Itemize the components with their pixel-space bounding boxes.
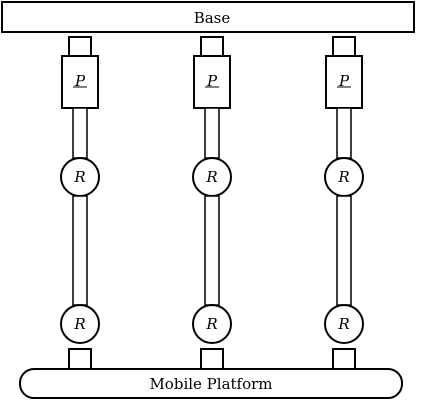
middle-link-2: [204, 195, 220, 306]
leg-3: P R R: [324, 36, 364, 370]
upper-link-3: [336, 107, 352, 159]
base-block: [1, 1, 415, 33]
prismatic-label-3: P: [338, 72, 350, 90]
platform-mount-3: [332, 348, 356, 370]
upper-link-1: [72, 107, 88, 159]
mobile-platform-label: Mobile Platform: [149, 375, 272, 393]
upper-revolute-label-2: R: [205, 168, 217, 186]
middle-link-1: [72, 195, 88, 306]
platform-mount-1: [68, 348, 92, 370]
base-label: Base: [194, 9, 231, 27]
leg-2: P R R: [192, 36, 232, 370]
lower-revolute-label-2: R: [205, 315, 217, 333]
lower-revolute-label-3: R: [337, 315, 349, 333]
lower-revolute-joint-2: [192, 304, 232, 344]
mobile-platform-block: [19, 368, 403, 399]
prismatic-label-2: P: [206, 72, 218, 90]
upper-link-2: [204, 107, 220, 159]
leg-1: P R R: [60, 36, 100, 370]
base-mount-1: [68, 36, 92, 57]
upper-revolute-label-3: R: [337, 168, 349, 186]
lower-revolute-label-1: R: [73, 315, 85, 333]
lower-revolute-joint-3: [324, 304, 364, 344]
prismatic-joint-3: [325, 55, 363, 109]
prismatic-label-1: P: [74, 72, 86, 90]
upper-revolute-label-1: R: [73, 168, 85, 186]
base-mount-3: [332, 36, 356, 57]
base-mount-2: [200, 36, 224, 57]
platform-mount-2: [200, 348, 224, 370]
lower-revolute-joint-1: [60, 304, 100, 344]
middle-link-3: [336, 195, 352, 306]
